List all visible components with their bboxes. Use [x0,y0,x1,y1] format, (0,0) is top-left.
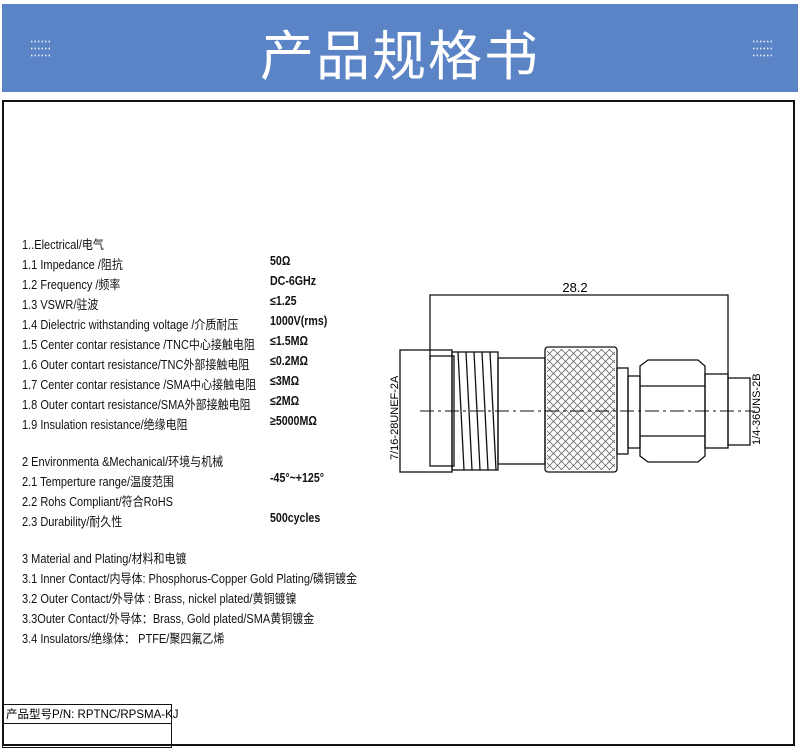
spec-label: 1.5 Center contar resistance /TNC中心接触电阻 [22,338,255,352]
knurl-line [547,438,579,470]
knurl-line [584,349,615,380]
spec-label: 1.2 Frequency /频率 [22,278,121,292]
left-thread-label: 7/16-28UNEF-2A [389,375,401,460]
spec-value: ≤1.5MΩ [270,334,308,348]
knurl-line [608,349,615,356]
knurl-line [568,423,615,470]
knurl-line [547,367,615,437]
spec-value: ≤0.2MΩ [270,354,308,368]
spec-label: 2.1 Temperture range/温度范围 [22,475,175,489]
knurl-pattern [547,349,738,470]
knurled-nut [544,346,618,473]
knurl-line [547,351,615,421]
knurl-line [547,375,615,445]
knurl-line [547,359,615,429]
spec-label: 1.4 Dielectric withstanding voltage /介质耐… [22,318,239,332]
section-heading-environmental: 2 Environmenta &Mechanical/环境与机械 [22,455,224,469]
spec-material: 3.2 Outer Contact/外导体 : Brass, nickel pl… [22,592,297,606]
knurl-line [584,439,615,470]
spec-material: 3.4 Insulators/绝缘体： PTFE/聚四氟乙烯 [22,632,225,646]
knurl-line [547,383,615,453]
spec-label: 1.3 VSWR/驻波 [22,298,99,312]
hex-nut [639,359,706,463]
knurl-line [560,415,615,470]
knurl-line [552,407,615,470]
knurl-line [576,431,615,470]
spec-value: ≤2MΩ [270,394,300,408]
spec-label: 1.6 Outer contart resistance/TNC外部接触电阻 [22,358,250,372]
spec-value: 500cycles [270,511,321,525]
knurl-line [600,349,615,364]
knurl-line [592,447,615,470]
spec-value: 1000V(rms) [270,314,328,328]
knurl-line [560,349,615,404]
spec-value: ≤3MΩ [270,374,300,388]
knurl-line [547,399,615,469]
dimension-line [429,294,729,378]
knurl-line [608,463,615,470]
knurl-line [617,349,738,470]
spec-label: 1.1 Impedance /阻抗 [22,258,123,272]
knurl-line [547,349,579,381]
knurl-line [547,349,571,373]
page-title: 产品规格书 [260,27,540,87]
knurl-line [576,349,615,388]
knurl-line [600,455,615,470]
knurl-line [547,349,603,405]
knurl-line [547,422,595,470]
spec-value: ≤1.25 [270,294,297,308]
spec-label: 2.3 Durability/耐久性 [22,515,123,529]
spec-label: 1.7 Center contar resistance /SMA中心接触电阻 [22,378,257,392]
section-heading-electrical: 1..Electrical/电气 [22,238,104,252]
knurl-line [617,349,738,470]
knurl-line [547,349,595,397]
knurl-line [547,349,611,413]
spec-material: 3.3Outer Contact/外导体：Brass, Gold plated/… [22,612,315,626]
spec-label: 2.2 Rohs Compliant/符合RoHS [22,495,174,509]
neck [627,375,641,449]
knurl-line [547,349,587,389]
part-number: 产品型号P/N: RPTNC/RPSMA-KJ [3,707,179,724]
knurl-line [568,349,615,396]
spec-value: 50Ω [270,254,291,268]
decorative-dots-icon [30,38,50,60]
length-dimension: 28.2 [562,280,587,295]
decorative-dots-icon [752,38,772,60]
knurl-line [547,430,587,470]
part-number-box: 产品型号P/N: RPTNC/RPSMA-KJ [2,704,179,748]
spec-frame [2,100,795,746]
knurl-line [547,391,615,461]
spec-label: 1.8 Outer contart resistance/SMA外部接触电阻 [22,398,251,412]
spec-label: 1.9 Insulation resistance/绝缘电阻 [22,418,188,432]
spec-material: 3.1 Inner Contact/内导体: Phosphorus-Copper… [22,572,358,586]
knurl-line [592,349,615,372]
title-banner: 产品规格书 [2,4,798,92]
spec-value: DC-6GHz [270,274,317,288]
spec-value: -45°~+125° [270,471,325,485]
knurl-line [547,414,603,470]
section-heading-material: 3 Material and Plating/材料和电镀 [22,552,187,566]
knurl-line [547,446,571,470]
right-thread-label: 1/4-36UNS-2B [751,373,763,445]
spec-value: ≥5000MΩ [270,414,317,428]
